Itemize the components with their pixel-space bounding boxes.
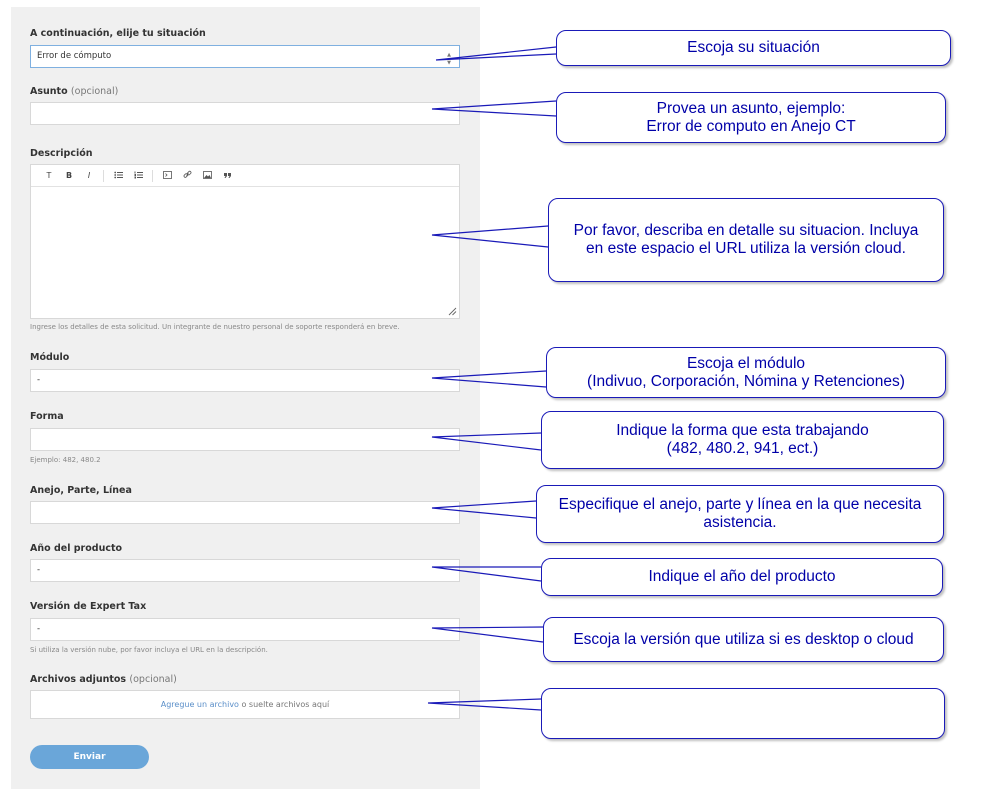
text-style-button[interactable]: T <box>46 171 52 180</box>
toolbar-divider <box>152 169 153 182</box>
bold-button[interactable]: B <box>65 171 73 180</box>
image-icon[interactable] <box>197 170 217 181</box>
select-caret-icon: ▲▼ <box>447 52 451 66</box>
callout-descripcion: Por favor, describa en detalle su situac… <box>548 198 944 282</box>
forma-input[interactable] <box>30 428 460 451</box>
anejo-input[interactable] <box>30 501 460 524</box>
forma-label: Forma <box>30 411 64 422</box>
callout-anio: Indique el año del producto <box>541 558 943 596</box>
quote-icon[interactable] <box>217 171 237 181</box>
situacion-value: Error de cómputo <box>37 51 112 61</box>
version-help: Si utiliza la versión nube, por favor in… <box>30 646 268 654</box>
anio-label: Año del producto <box>30 543 123 554</box>
callout-forma: Indique la forma que esta trabajando(482… <box>541 411 944 469</box>
numbered-list-icon[interactable] <box>128 171 148 181</box>
descripcion-label: Descripción <box>30 148 93 159</box>
add-file-link[interactable]: Agregue un archivo <box>160 700 239 709</box>
link-icon[interactable] <box>177 170 197 181</box>
italic-button[interactable]: I <box>87 171 91 180</box>
code-icon[interactable] <box>157 170 177 181</box>
bulleted-list-icon[interactable] <box>108 171 128 181</box>
modulo-select[interactable]: - <box>30 369 460 392</box>
dropzone-text: o suelte archivos aquí <box>238 700 330 709</box>
situacion-label: A continuación, elije tu situación <box>30 28 206 39</box>
anejo-label: Anejo, Parte, Línea <box>30 485 132 496</box>
callout-asunto: Provea un asunto, ejemplo:Error de compu… <box>556 92 946 143</box>
adjuntos-label: Archivos adjuntos (opcional) <box>30 674 177 685</box>
callout-modulo: Escoja el módulo(Indivuo, Corporación, N… <box>546 347 946 398</box>
resize-grip-icon[interactable] <box>448 307 457 316</box>
callout-version: Escoja la versión que utiliza si es desk… <box>543 617 944 662</box>
asunto-label: Asunto (opcional) <box>30 86 119 97</box>
form-panel <box>11 7 480 789</box>
asunto-input[interactable] <box>30 102 460 125</box>
attachment-dropzone[interactable]: Agregue un archivo o suelte archivos aqu… <box>30 690 460 719</box>
submit-button[interactable]: Enviar <box>30 745 149 769</box>
toolbar-divider <box>103 169 104 182</box>
editor-toolbar: T B I <box>31 165 459 187</box>
situacion-select[interactable]: Error de cómputo ▲▼ <box>30 45 460 68</box>
version-select[interactable]: - <box>30 618 460 641</box>
callout-anejo: Especifique el anejo, parte y línea en l… <box>536 485 944 543</box>
callout-adjuntos <box>541 688 945 739</box>
forma-help: Ejemplo: 482, 480.2 <box>30 456 101 464</box>
callout-situacion: Escoja su situación <box>556 30 951 66</box>
descripcion-help: Ingrese los detalles de esta solicitud. … <box>30 323 400 331</box>
anio-select[interactable]: - <box>30 559 460 582</box>
descripcion-editor[interactable]: T B I <box>30 164 460 319</box>
modulo-label: Módulo <box>30 352 70 363</box>
version-label: Versión de Expert Tax <box>30 601 147 612</box>
